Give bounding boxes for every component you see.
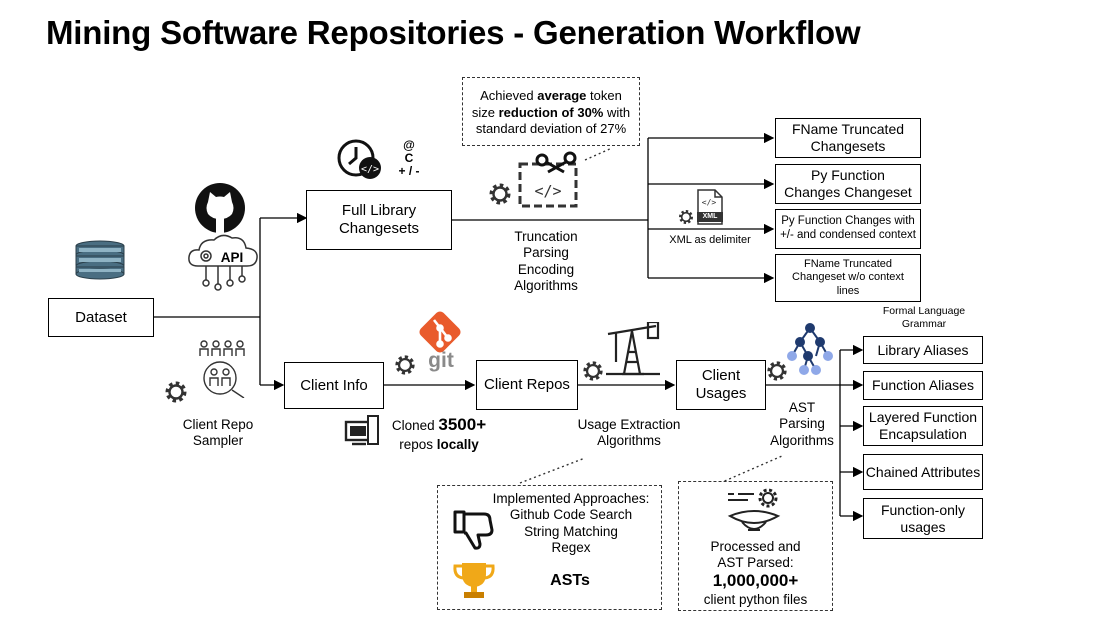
tree-hierarchy-icon bbox=[787, 323, 833, 375]
trophy-icon bbox=[453, 563, 495, 598]
people-search-icon bbox=[199, 340, 245, 398]
output-chained-attributes[interactable]: Chained Attributes bbox=[863, 454, 983, 490]
full-library-changesets-node[interactable]: Full Library Changesets bbox=[306, 190, 452, 250]
cloned-count: 3500+ bbox=[438, 415, 487, 434]
processed-text: Processed and AST Parsed: 1,000,000+ cli… bbox=[703, 539, 808, 607]
usage-extraction-label: Usage Extraction Algorithms bbox=[577, 417, 681, 449]
gear-icon bbox=[767, 361, 787, 381]
svg-text:</>: </> bbox=[702, 198, 717, 207]
output-fname-truncated-changesets[interactable]: FName Truncated Changesets bbox=[775, 118, 921, 158]
language-symbols-label: @ C + / - bbox=[398, 138, 420, 179]
pump-jack-icon bbox=[606, 322, 660, 376]
xml-file-icon: </> bbox=[697, 189, 723, 225]
truncation-algorithms-label: Truncation Parsing Encoding Algorithms bbox=[514, 229, 578, 294]
gear-icon bbox=[679, 210, 693, 224]
output-function-only-usages[interactable]: Function-only usages bbox=[863, 498, 983, 539]
parser-settings-icon bbox=[727, 488, 781, 531]
ast-parsing-label: AST Parsing Algorithms bbox=[770, 400, 834, 448]
scissors-code-icon: </> bbox=[518, 151, 578, 208]
cloned-locally-word: locally bbox=[436, 437, 479, 453]
output-fname-truncated-no-context[interactable]: FName Truncated Changeset w/o context li… bbox=[775, 254, 921, 302]
xml-delimiter-label: XML as delimiter bbox=[669, 234, 751, 246]
git-wordmark: git bbox=[428, 349, 454, 372]
gear-icon bbox=[583, 361, 603, 381]
token-reduction-callout bbox=[462, 77, 640, 146]
formal-language-grammar-label: Formal Language Grammar bbox=[882, 305, 966, 330]
client-info-node[interactable]: Client Info bbox=[284, 362, 384, 409]
cloned-prefix: Cloned bbox=[391, 418, 435, 433]
database-icon bbox=[75, 240, 125, 280]
xml-icon-label: XML bbox=[702, 213, 718, 220]
cloned-repos-label: Cloned 3500+ repos locally bbox=[384, 414, 494, 454]
dataset-node[interactable]: Dataset bbox=[48, 298, 154, 337]
clock-code-icon: </> bbox=[337, 139, 381, 179]
output-library-aliases[interactable]: Library Aliases bbox=[863, 336, 983, 364]
gear-icon bbox=[395, 355, 415, 375]
api-label: API bbox=[220, 250, 244, 265]
processed-callout bbox=[678, 481, 833, 611]
token-reduction-text: Achieved average token size reduction of… bbox=[471, 88, 631, 137]
github-icon bbox=[195, 183, 245, 234]
output-function-aliases[interactable]: Function Aliases bbox=[863, 371, 983, 400]
gear-icon bbox=[165, 381, 187, 403]
svg-text:</>: </> bbox=[361, 164, 379, 175]
api-cloud-icon bbox=[188, 234, 258, 291]
client-repos-node[interactable]: Client Repos bbox=[476, 360, 578, 410]
output-layered-function-encapsulation[interactable]: Layered Function Encapsulation bbox=[863, 406, 983, 446]
gear-icon bbox=[489, 183, 511, 205]
client-usages-node[interactable]: Client Usages bbox=[676, 360, 766, 410]
implemented-approaches-text: Implemented Approaches: Github Code Sear… bbox=[492, 491, 650, 556]
output-py-function-changes-context[interactable]: Py Function Changes with +/- and condens… bbox=[775, 209, 921, 249]
computer-icon bbox=[344, 415, 379, 446]
output-py-function-changes-changeset[interactable]: Py Function Changes Changeset bbox=[775, 164, 921, 204]
client-repo-sampler-label: Client Repo Sampler bbox=[182, 417, 254, 449]
git-logo-icon bbox=[419, 311, 461, 353]
page-title: Mining Software Repositories - Generatio… bbox=[46, 14, 861, 51]
svg-text:</>: </> bbox=[534, 182, 561, 200]
thumbs-down-icon bbox=[453, 510, 494, 550]
asts-label: ASTs bbox=[550, 572, 590, 589]
cloned-repos-word: repos bbox=[399, 437, 433, 453]
